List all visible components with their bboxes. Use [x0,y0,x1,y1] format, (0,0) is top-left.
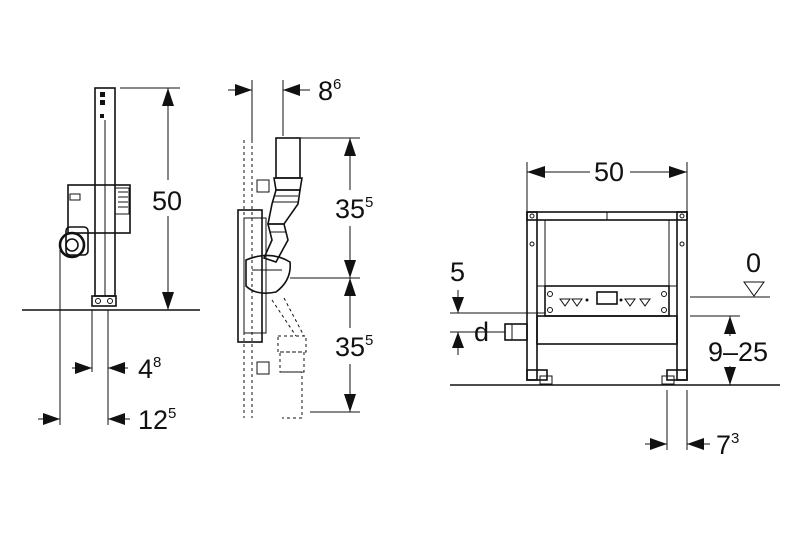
front-view: d 50 5 0 9–25 73 [450,155,780,460]
arrow-head [452,332,464,348]
upper-pipe [275,137,301,179]
arrow-head [108,362,125,374]
arrow-head [650,438,667,450]
frame-left-leg [526,211,538,381]
arrow-head [344,394,356,412]
arrow-head [452,297,464,313]
arrow-head [235,84,252,96]
arrow-head [527,166,545,178]
plate-window [596,291,618,305]
dim-front-width-label: 50 [594,157,624,187]
dim-depth-large-label: 125 [138,405,176,435]
arrow-head [687,438,704,450]
cistern-housing [67,184,131,234]
dim-depth-small-label: 48 [138,354,161,384]
frame-lower-bar [536,315,678,345]
arrow-head [162,88,174,106]
front-mounting-plate [544,285,670,317]
mounting-plate [237,209,263,343]
dim-foot-offset-label: 73 [716,430,739,460]
dim-height-range-label: 9–25 [708,337,768,367]
arrow-head [344,278,356,296]
dim-lower-segment-label: 355 [335,332,373,362]
arrow-head [75,362,92,374]
arrow-head [724,316,736,334]
drain-pipe-section [58,231,86,259]
frame-right-leg [676,211,688,381]
frame-foot [91,295,117,307]
dim-front-offset-label: 5 [450,257,465,287]
dim-floor-level-label: 0 [746,248,761,278]
arrow-head [344,138,356,156]
side-view: 50 48 125 [22,87,200,435]
arrow-head [344,260,356,278]
dim-upper-segment-label: 355 [335,194,373,224]
pipe-view: 86 355 355 [228,76,382,419]
dim-pipe-offset-label: 86 [318,76,341,106]
arrow-head [669,166,687,178]
arrow-head [162,292,174,310]
arrow-head [283,84,300,96]
level-marker [743,281,765,297]
connection-pipe [504,323,528,341]
arrow-head [108,413,125,425]
arrow-head [43,413,60,425]
arrow-head [724,367,736,385]
bowl-connector [245,254,292,294]
dim-height-label: 50 [152,186,182,216]
